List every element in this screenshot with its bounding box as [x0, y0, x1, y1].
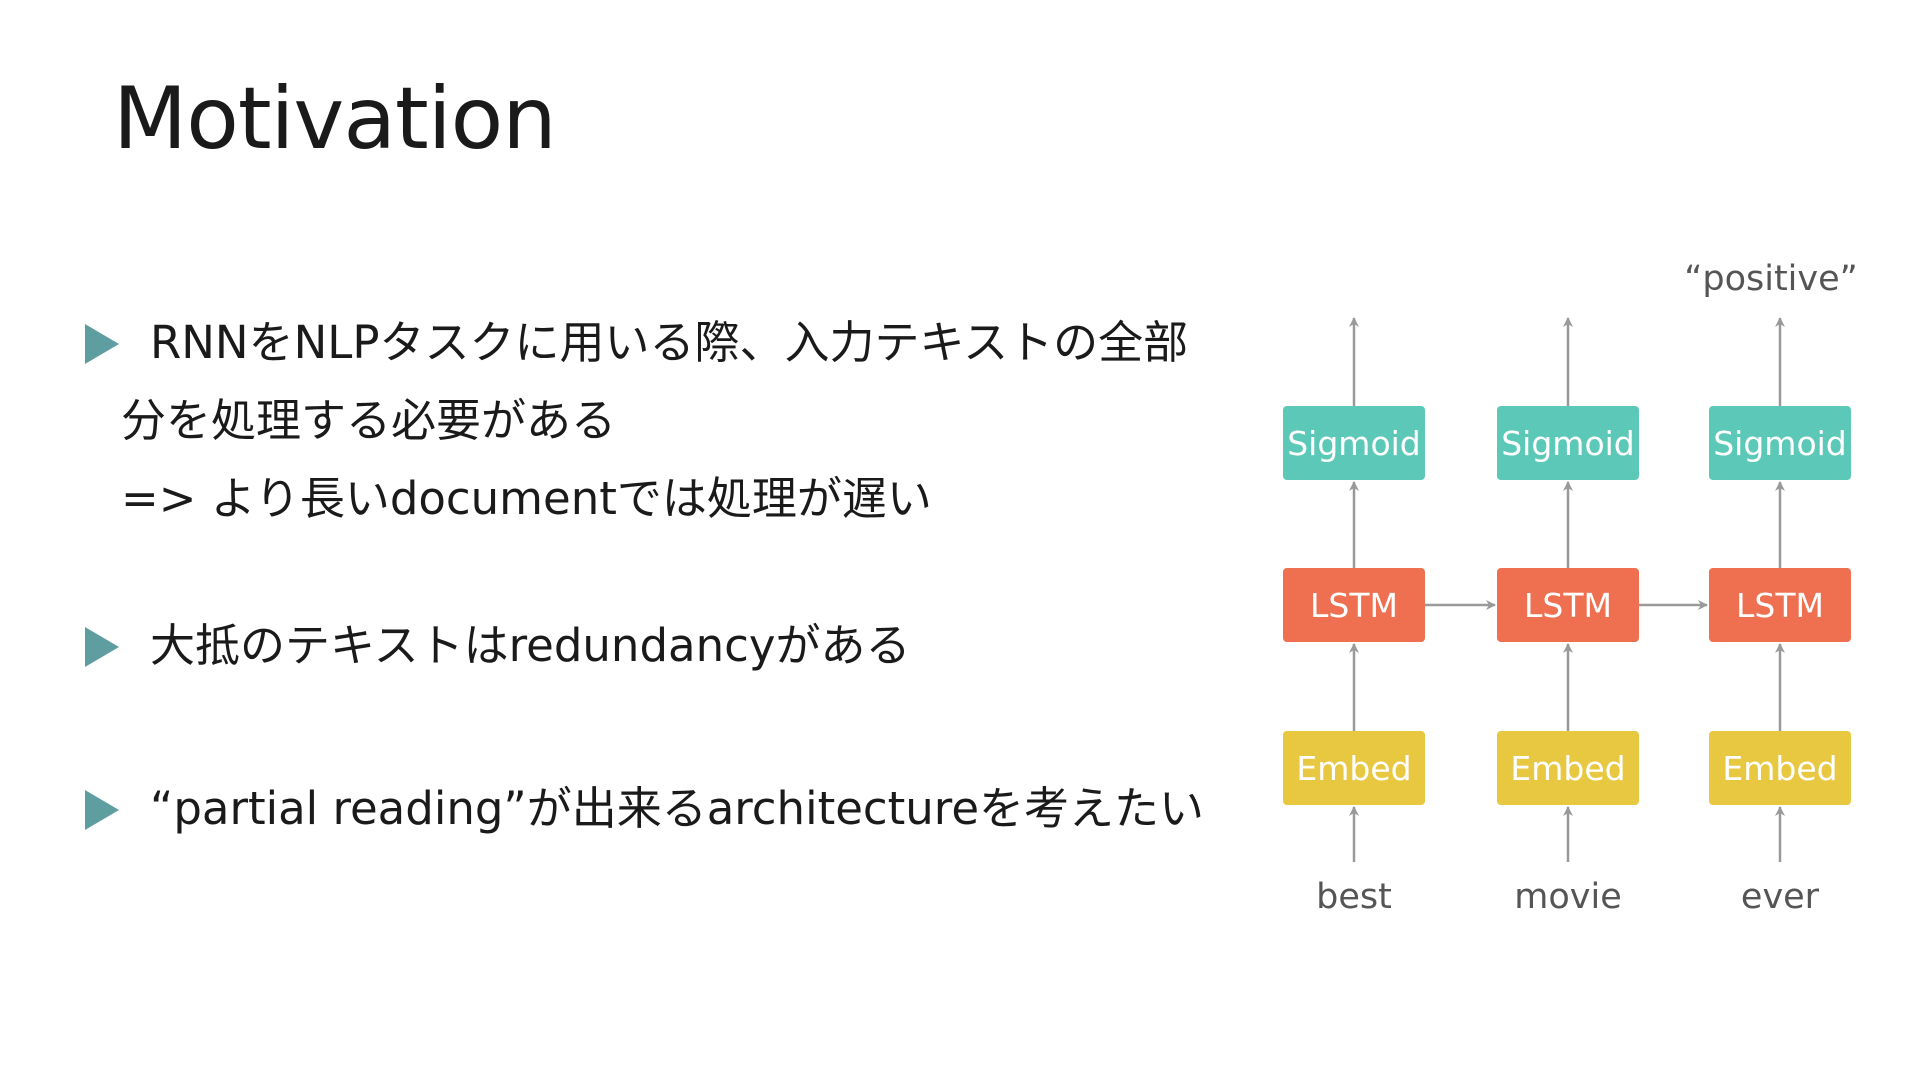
embed-box-2: Embed [1497, 731, 1639, 805]
triangle-bullet-icon [85, 790, 119, 830]
embed-box-2-label: Embed [1510, 749, 1625, 788]
sigmoid-box-1-rect [1283, 406, 1425, 480]
diagram-arrows [1349, 317, 1785, 862]
embed-box-3-rect [1709, 731, 1851, 805]
bullet-1-line-1: RNNをNLPタスクに用いる際、入力テキストの全部 [150, 316, 1189, 369]
sigmoid-box-3-label: Sigmoid [1713, 424, 1847, 463]
lstm-box-2-rect [1497, 568, 1639, 642]
sigmoid-box-2: Sigmoid [1497, 406, 1639, 480]
input-word-2: movie [1514, 877, 1621, 917]
embed-box-1: Embed [1283, 731, 1425, 805]
triangle-bullet-icon [85, 627, 119, 667]
input-word-1: best [1316, 877, 1392, 917]
lstm-box-1-label: LSTM [1310, 586, 1398, 625]
slide-title: Motivation [113, 69, 557, 169]
sigmoid-box-3: Sigmoid [1709, 406, 1851, 480]
lstm-box-1-rect [1283, 568, 1425, 642]
sigmoid-box-2-rect [1497, 406, 1639, 480]
embed-box-3: Embed [1709, 731, 1851, 805]
lstm-box-3: LSTM [1709, 568, 1851, 642]
output-label: “positive” [1684, 259, 1858, 299]
embed-box-3-label: Embed [1722, 749, 1837, 788]
lstm-box-2: LSTM [1497, 568, 1639, 642]
lstm-box-3-rect [1709, 568, 1851, 642]
sigmoid-box-2-label: Sigmoid [1501, 424, 1635, 463]
sigmoid-box-3-rect [1709, 406, 1851, 480]
sigmoid-box-1-label: Sigmoid [1287, 424, 1421, 463]
bullet-3-line-1: “partial reading”が出来るarchitectureを考えたい [150, 782, 1205, 835]
input-word-3: ever [1741, 877, 1820, 917]
sigmoid-box-1: Sigmoid [1283, 406, 1425, 480]
embed-box-1-label: Embed [1296, 749, 1411, 788]
bullet-1-line-2: 分を処理する必要がある [121, 394, 617, 447]
bullet-2-line-1: 大抵のテキストはredundancyがある [150, 619, 911, 672]
lstm-box-2-label: LSTM [1524, 586, 1612, 625]
triangle-bullet-icon [85, 324, 119, 364]
lstm-box-3-label: LSTM [1736, 586, 1824, 625]
embed-box-2-rect [1497, 731, 1639, 805]
bullet-1-line-3: => より長いdocumentでは処理が遅い [121, 472, 932, 525]
lstm-box-1: LSTM [1283, 568, 1425, 642]
embed-box-1-rect [1283, 731, 1425, 805]
